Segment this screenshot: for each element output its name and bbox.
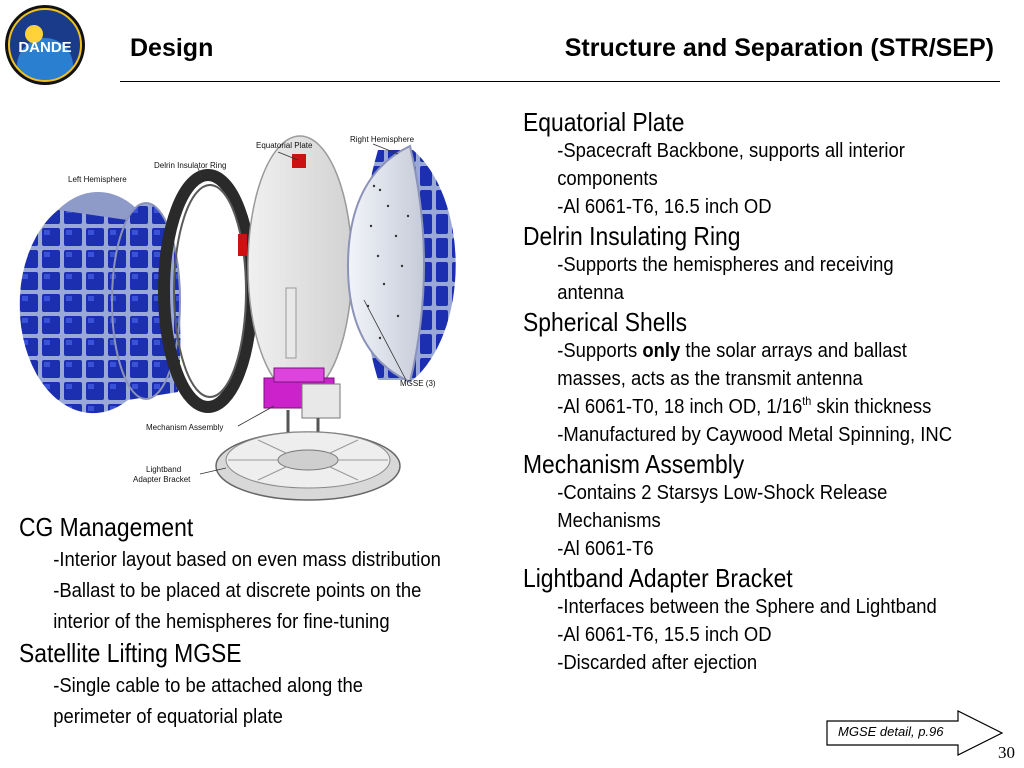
lifting-mgse-heading: Satellite Lifting MGSE — [19, 638, 242, 668]
component-descriptions: Equatorial Plate -Spacecraft Backbone, s… — [523, 107, 1021, 677]
mechanism-line: Mechanisms — [557, 509, 661, 532]
mgse-block — [292, 154, 306, 168]
page-title: Structure and Separation (STR/SEP) — [564, 34, 994, 62]
page-number: 30 — [998, 743, 1015, 762]
shells-line: masses, acts as the transmit antenna — [557, 367, 863, 390]
mechanism-assembly — [263, 367, 341, 444]
mgse-block — [238, 234, 247, 256]
equatorial-plate — [247, 135, 362, 397]
exploded-assembly-figure: Equatorial Plate Right Hemisphere Delrin… — [19, 135, 456, 501]
label-mgse: MGSE (3) — [400, 379, 436, 388]
label-lightband: Lightband — [146, 465, 181, 474]
label-mechanism-assembly: Mechanism Assembly — [146, 423, 223, 432]
mgse-detail-link-arrow[interactable] — [826, 710, 1004, 756]
lightband-line: -Interfaces between the Sphere and Light… — [557, 595, 937, 618]
lifting-line: perimeter of equatorial plate — [53, 705, 283, 728]
delrin-ring-heading: Delrin Insulating Ring — [523, 221, 741, 251]
delrin-line: -Supports the hemispheres and receiving — [557, 253, 894, 276]
equatorial-line: -Spacecraft Backbone, supports all inter… — [557, 139, 905, 162]
equatorial-line: components — [557, 167, 658, 190]
mechanism-line: -Contains 2 Starsys Low-Shock Release — [557, 481, 888, 504]
equatorial-plate-heading: Equatorial Plate — [523, 107, 685, 137]
lightband-heading: Lightband Adapter Bracket — [523, 563, 793, 593]
lightband-adapter-bracket — [215, 431, 401, 501]
lightband-line: -Discarded after ejection — [557, 651, 758, 674]
logo-text: DANDE — [18, 39, 71, 56]
design-notes: CG Management -Interior layout based on … — [19, 511, 514, 732]
label-left-hemisphere: Left Hemisphere — [68, 175, 127, 184]
cg-management-heading: CG Management — [19, 512, 194, 542]
section-title: Design — [130, 34, 214, 62]
spherical-shells-heading: Spherical Shells — [523, 307, 688, 337]
shells-line: -Supports only the solar arrays and ball… — [557, 339, 907, 362]
header-divider — [120, 81, 1000, 82]
lifting-line: -Single cable to be attached along the — [53, 674, 363, 697]
label-adapter-bracket: Adapter Bracket — [133, 475, 191, 484]
label-delrin-ring: Delrin Insulator Ring — [154, 161, 226, 170]
left-hemisphere — [19, 192, 181, 414]
mgse-detail-link[interactable]: MGSE detail, p.96 — [838, 724, 944, 739]
right-hemisphere — [346, 144, 456, 384]
mechanism-line: -Al 6061-T6 — [557, 537, 654, 560]
label-right-hemisphere: Right Hemisphere — [350, 135, 415, 144]
shells-line: -Manufactured by Caywood Metal Spinning,… — [557, 423, 953, 446]
equatorial-line: -Al 6061-T6, 16.5 inch OD — [557, 195, 772, 218]
cg-line: -Ballast to be placed at discrete points… — [53, 579, 422, 602]
mechanism-assembly-heading: Mechanism Assembly — [523, 449, 745, 479]
delrin-line: antenna — [557, 281, 624, 304]
shells-line: -Al 6061-T0, 18 inch OD, 1/16th skin thi… — [557, 394, 932, 418]
label-equatorial-plate: Equatorial Plate — [256, 141, 313, 150]
cg-line: -Interior layout based on even mass dist… — [53, 548, 441, 571]
lightband-line: -Al 6061-T6, 15.5 inch OD — [557, 623, 772, 646]
cg-line: interior of the hemispheres for fine-tun… — [53, 610, 390, 633]
dande-logo: DANDE — [5, 5, 85, 85]
